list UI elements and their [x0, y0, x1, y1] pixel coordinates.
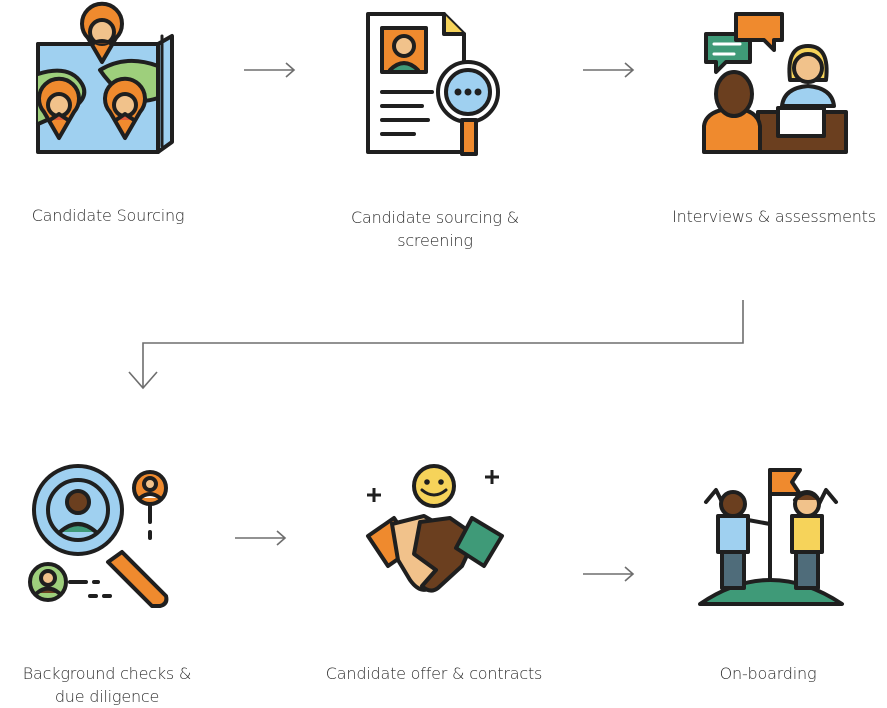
step-label-offer-contracts: Candidate offer & contracts	[325, 664, 543, 683]
step-label-candidate-sourcing: Candidate Sourcing	[31, 206, 185, 225]
right-arrow-icon	[243, 62, 297, 78]
step-label-candidate-screening: Candidate sourcing & screening	[351, 208, 519, 250]
right-arrow-icon	[234, 530, 288, 546]
map-pins-icon	[30, 1, 180, 156]
team-summit-icon	[696, 460, 846, 610]
handshake-icon	[360, 462, 510, 610]
interview-chat-icon	[700, 10, 850, 156]
right-arrow-icon	[582, 62, 636, 78]
step-label-interviews: Interviews & assessments	[672, 207, 876, 226]
right-arrow-icon	[582, 566, 636, 582]
background-check-icon	[26, 460, 178, 610]
step-label-onboarding: On-boarding	[719, 664, 817, 683]
resume-magnifier-icon	[362, 12, 512, 156]
step-label-background-checks: Background checks & due diligence	[22, 664, 192, 706]
